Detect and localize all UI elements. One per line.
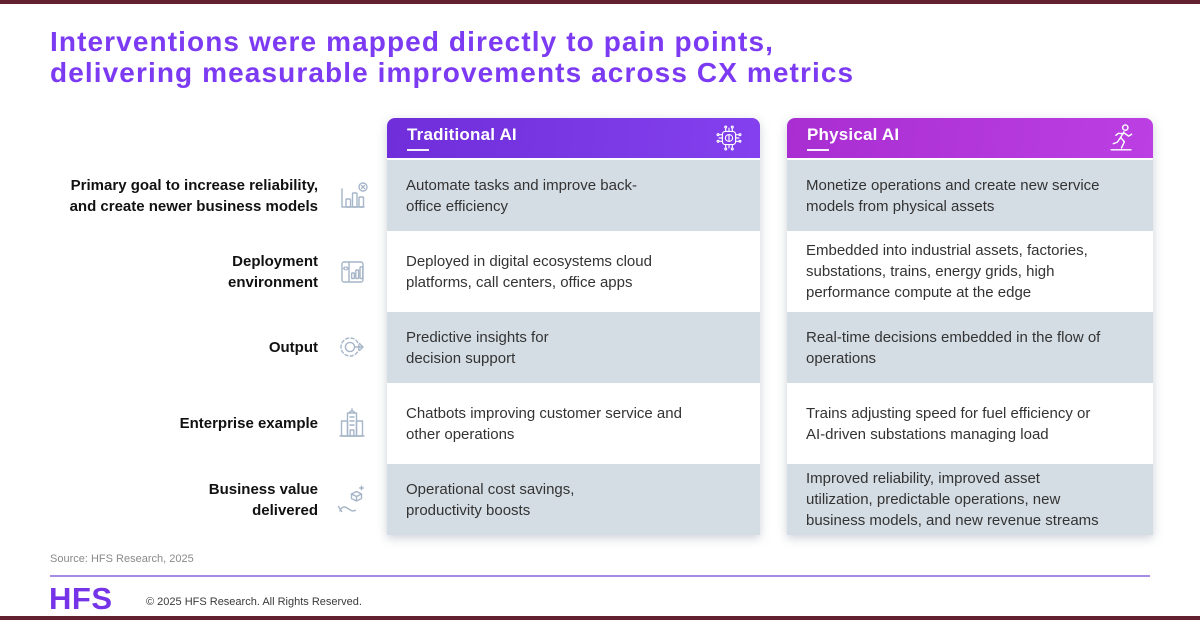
physical-ai-header-label: Physical AI [807,125,900,144]
traditional-ai-header-label: Traditional AI [407,125,517,144]
hand-gift-icon [333,480,371,518]
top-edge-bar [0,0,1200,4]
bar-chart-target-icon [333,176,371,214]
row-label-enterprise-example: Enterprise example [179,415,318,432]
table-cell-traditional-value: Operational cost savings, productivity b… [387,464,760,535]
physical-ai-column: Physical AI Monetize operations and crea… [787,118,1153,535]
table-cell-traditional-goal: Automate tasks and improve back- office … [387,160,760,231]
row-label-business-value: Business value delivered [208,480,318,519]
table-cell-physical-deployment: Embedded into industrial assets, factori… [787,236,1153,307]
table-cell-traditional-example: Chatbots improving customer service and … [387,388,760,459]
page-title: Interventions were mapped directly to pa… [50,26,1160,88]
gear-arrow-icon [333,328,371,366]
table-cell-physical-example: Trains adjusting speed for fuel efficien… [787,388,1153,459]
table-cell-physical-goal: Monetize operations and create new servi… [787,160,1153,231]
physical-ai-header: Physical AI [787,118,1153,158]
title-line-2: delivering measurable improvements acros… [50,57,855,88]
enterprise-building-icon [333,404,371,442]
row-label-output: Output [268,339,318,356]
source-note: Source: HFS Research, 2025 [50,553,194,565]
traditional-ai-header: Traditional AI [387,118,760,158]
ai-chip-icon [712,121,746,155]
running-person-icon [1105,121,1139,155]
copyright-text: © 2025 HFS Research. All Rights Reserved… [146,596,362,608]
row-label-primary-goal: Primary goal to increase reliability, an… [69,176,318,215]
table-cell-physical-output: Real-time decisions embedded in the flow… [787,312,1153,383]
table-cell-traditional-deployment: Deployed in digital ecosystems cloud pla… [387,236,760,307]
hfs-logo: HFS [49,581,113,616]
header-underline [407,149,429,151]
dashboard-window-icon [333,252,371,290]
header-underline [807,149,829,151]
title-line-1: Interventions were mapped directly to pa… [50,26,775,57]
row-label-deployment-environment: Deployment environment [227,252,318,291]
traditional-ai-column: Traditional AI [387,118,760,535]
table-cell-physical-value: Improved reliability, improved asset uti… [787,464,1153,535]
bottom-edge-bar [0,616,1200,620]
footer-divider [50,575,1150,577]
table-cell-traditional-output: Predictive insights for decision support [387,312,760,383]
